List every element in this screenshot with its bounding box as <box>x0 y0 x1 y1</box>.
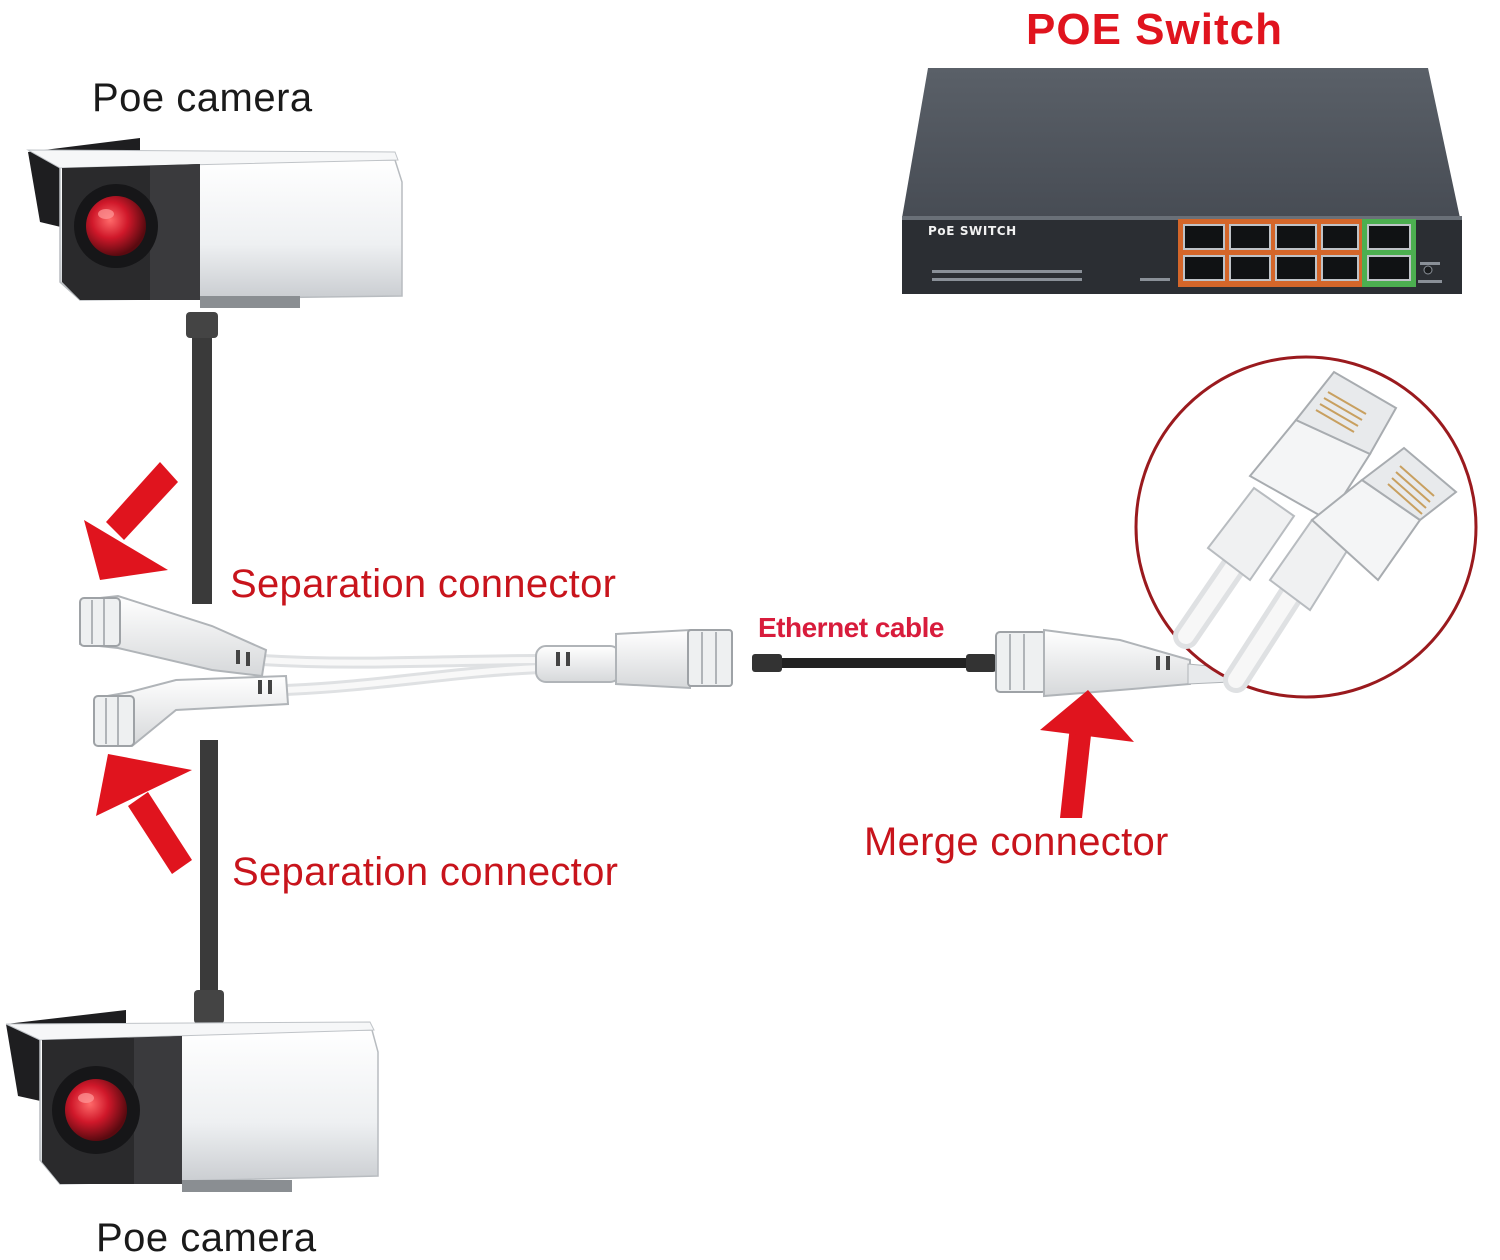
splitter-cable <box>78 594 733 748</box>
separation-connector-bottom-icon <box>93 674 290 748</box>
splitter-male-connector-icon <box>535 628 733 690</box>
arrow-icon <box>84 462 1134 874</box>
arrow-merge-icon <box>1040 690 1134 818</box>
camera-bottom-label: Poe camera <box>96 1216 317 1260</box>
camera-top-icon <box>26 138 403 604</box>
separation-connector-bottom-label: Separation connector <box>232 850 619 894</box>
ethernet-cable-label: Ethernet cable <box>758 612 944 643</box>
separation-connector-top-label: Separation connector <box>230 562 617 606</box>
camera-bottom-icon <box>5 740 379 1192</box>
camera-top-label: Poe camera <box>92 76 313 120</box>
switch-title: POE Switch <box>1026 5 1283 54</box>
ethernet-cable-icon <box>752 654 996 672</box>
poe-switch-icon <box>902 68 1462 294</box>
merge-connector-label: Merge connector <box>864 820 1169 864</box>
arrow-separation-bottom-icon <box>96 754 192 874</box>
separation-connector-top-icon <box>78 594 268 678</box>
rj45-plug-icon <box>1134 355 1478 699</box>
merge-connector-icon <box>995 628 1231 698</box>
arrow-separation-top-icon <box>84 462 178 580</box>
switch-logo: PoE SWITCH <box>928 224 1017 238</box>
